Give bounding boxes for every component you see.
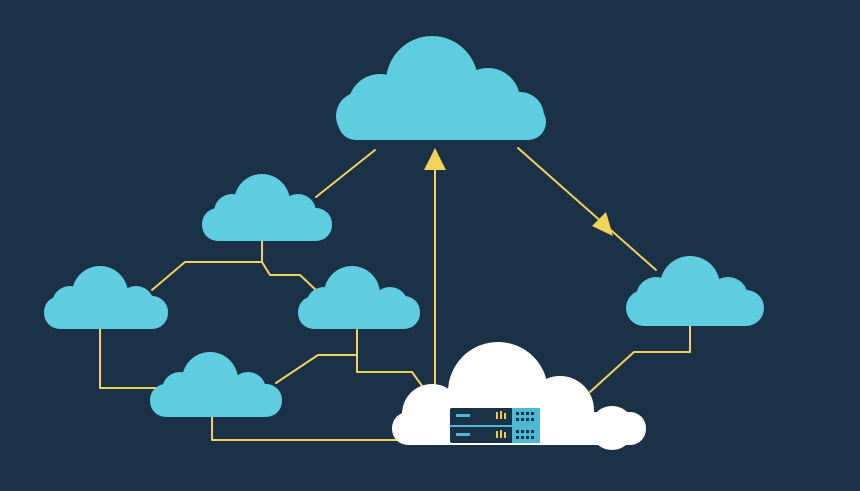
lower-left-cloud <box>150 352 282 417</box>
far-left-cloud <box>44 266 168 329</box>
connector-upper-left-to-center <box>261 261 319 293</box>
right-cloud <box>626 256 764 326</box>
connector-lower-left-to-server <box>211 415 399 441</box>
server-rack-icon <box>450 408 540 443</box>
connector-upper-left-to-far-left <box>151 239 263 291</box>
arrow-down-right-icon <box>592 212 613 236</box>
upper-left-cloud <box>202 174 332 241</box>
connector-top-to-upper-left <box>315 149 376 198</box>
connector-center-to-lower-left <box>275 329 358 384</box>
connector-far-left-to-lower-left <box>99 327 159 389</box>
connector-top-to-right <box>517 147 657 271</box>
top-cloud <box>336 36 546 140</box>
connectors <box>99 147 691 441</box>
arrow-up-icon <box>424 148 446 170</box>
center-cloud <box>298 266 420 329</box>
connector-right-to-server <box>589 325 691 393</box>
connector-center-to-server <box>356 354 426 391</box>
